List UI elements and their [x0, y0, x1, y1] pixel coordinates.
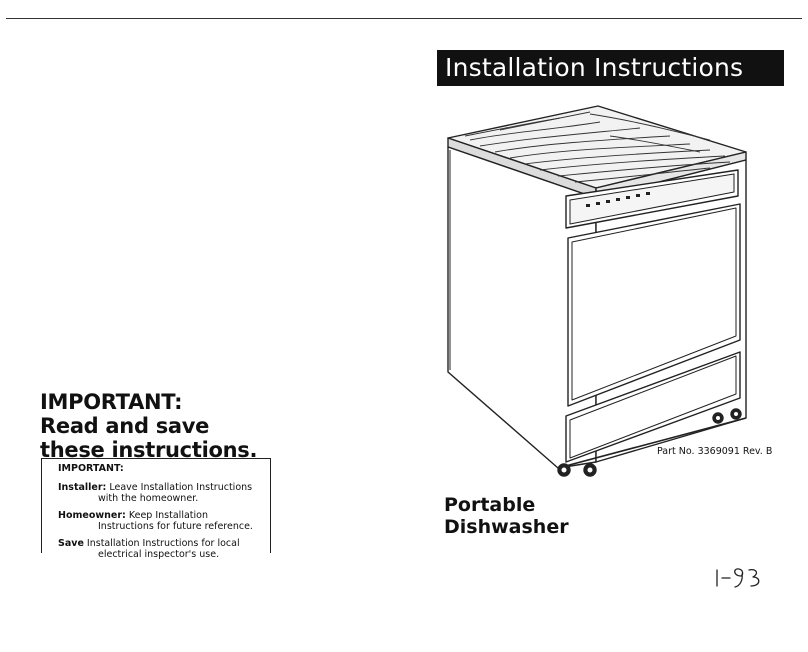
- part-number: Part No. 3369091 Rev. B: [657, 446, 773, 457]
- notice-installer: Installer: Leave Installation Instructio…: [58, 482, 262, 505]
- notice-save: Save Installation Instructions for local…: [58, 538, 262, 561]
- notice-box: IMPORTANT: Installer: Leave Installation…: [41, 458, 271, 560]
- product-name: Portable Dishwasher: [444, 494, 644, 538]
- notice-homeowner: Homeowner: Keep Installation Instruction…: [58, 510, 262, 533]
- important-heading-line1: IMPORTANT:: [40, 390, 183, 414]
- important-heading-line2: Read and save: [40, 414, 210, 438]
- homeowner-label: Homeowner:: [58, 509, 126, 521]
- handwritten-date-mark-icon: [716, 568, 760, 588]
- product-name-line1: Portable: [444, 494, 536, 516]
- top-rule: [6, 18, 802, 19]
- installer-text: Leave Installation Instructions: [109, 481, 253, 493]
- page-title: Installation Instructions: [445, 53, 744, 82]
- save-text: Installation Instructions for local: [86, 537, 240, 549]
- date-mark: 1-93: [713, 566, 773, 590]
- homeowner-text: Keep Installation: [128, 509, 208, 521]
- important-heading: IMPORTANT: Read and save these instructi…: [40, 390, 280, 462]
- dishwasher-illustration: [440, 100, 750, 480]
- save-text-cont: electrical inspector's use.: [98, 549, 220, 560]
- installer-text-cont: with the homeowner.: [98, 493, 199, 504]
- title-banner: Installation Instructions: [437, 50, 784, 86]
- portable-dishwasher-illustration-icon: [447, 105, 747, 477]
- installer-label: Installer:: [58, 481, 107, 493]
- notice-title: IMPORTANT:: [58, 463, 124, 474]
- save-label: Save: [58, 537, 84, 549]
- product-name-line2: Dishwasher: [444, 516, 569, 538]
- homeowner-text-cont: Instructions for future reference.: [98, 521, 253, 532]
